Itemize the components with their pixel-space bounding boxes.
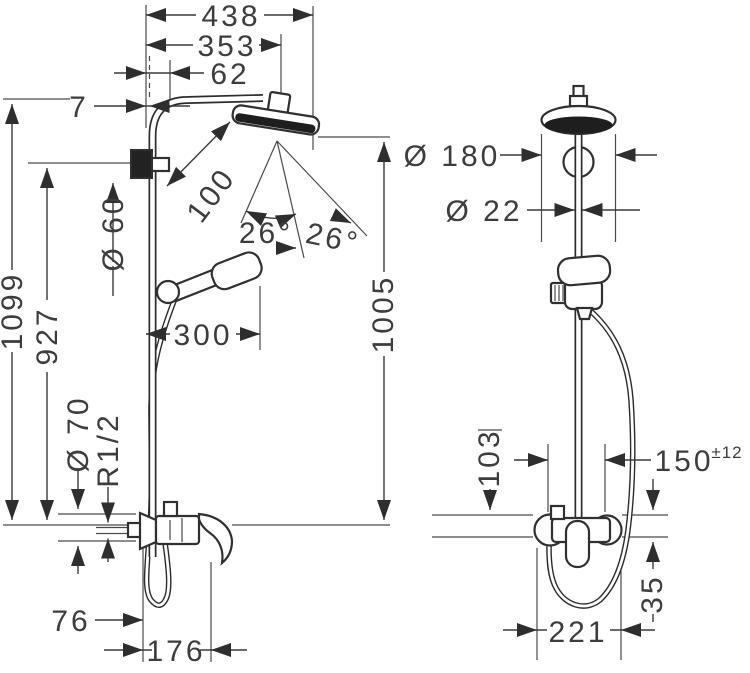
dim-150-tolerance-label: ±12: [711, 443, 742, 462]
dim-100-label: 100: [180, 162, 242, 229]
front-hose: [546, 304, 636, 609]
hose-outlet: [575, 306, 594, 321]
valve-lever-front: [564, 519, 591, 569]
dim-300-label: 300: [173, 319, 232, 352]
dim-26a-label: 26°: [239, 217, 293, 250]
dim-dia60-label: Ø 60: [97, 194, 130, 271]
dim-438-label: 438: [201, 0, 260, 33]
dim-35-label: 35: [636, 574, 669, 613]
handshower-head: [210, 251, 263, 291]
diverter-knob-front: [549, 504, 566, 521]
dim-353-label: 353: [197, 30, 256, 63]
handshower-side: [155, 251, 263, 305]
wall-bracket: [130, 149, 171, 179]
dim-26b-label: 26°: [303, 217, 363, 261]
handshower-front: [556, 254, 612, 287]
mixer-valve-front: [533, 504, 623, 569]
dim-7-label: 7: [69, 91, 89, 124]
dim-176-label: 176: [146, 635, 205, 668]
valve-body: [154, 514, 201, 546]
dim-dia70-label: Ø 70: [62, 395, 95, 472]
front-view-figure: Ø 180 Ø 22 103 150 ±12 221 35: [404, 84, 742, 660]
dim-62-label: 62: [210, 58, 249, 91]
overhead-shower-side: [231, 90, 321, 136]
dim-r12-label: R1/2: [92, 412, 125, 487]
overhead-shower-front: [540, 104, 617, 136]
handshower-holder-front: [549, 254, 612, 321]
front-view-dimensions: [483, 148, 660, 637]
dim-150-label: 150: [654, 445, 713, 478]
mixer-valve-side: [126, 500, 234, 566]
dim-1005-label: 1005: [367, 275, 400, 354]
front-view-labels: Ø 180 Ø 22 103 150 ±12 221 35: [404, 140, 742, 649]
side-view-dimensions: [4, 7, 391, 657]
dim-dia22-label: Ø 22: [445, 195, 522, 228]
dim-103-label: 103: [473, 428, 506, 487]
bracket-escutcheon: [130, 149, 153, 179]
dim-927-label: 927: [31, 306, 64, 365]
dim-76-label: 76: [51, 605, 90, 638]
bracket-stem: [149, 156, 171, 173]
valve-lever: [197, 512, 234, 566]
spray-cone-lines: [240, 140, 368, 259]
side-view-labels: 438 353 62 7 100 26° 26° 300 1099 927 Ø …: [0, 0, 400, 668]
valve-escutcheon-cone: [138, 511, 158, 551]
side-view-figure: 438 353 62 7 100 26° 26° 300 1099 927 Ø …: [0, 0, 400, 668]
dim-dia180-label: Ø 180: [404, 140, 501, 173]
dim-221-label: 221: [548, 616, 607, 649]
slider-holder: [155, 279, 181, 305]
dim-1099-label: 1099: [0, 272, 29, 351]
diverter-knob: [162, 500, 179, 518]
head-spray-face: [235, 113, 316, 134]
